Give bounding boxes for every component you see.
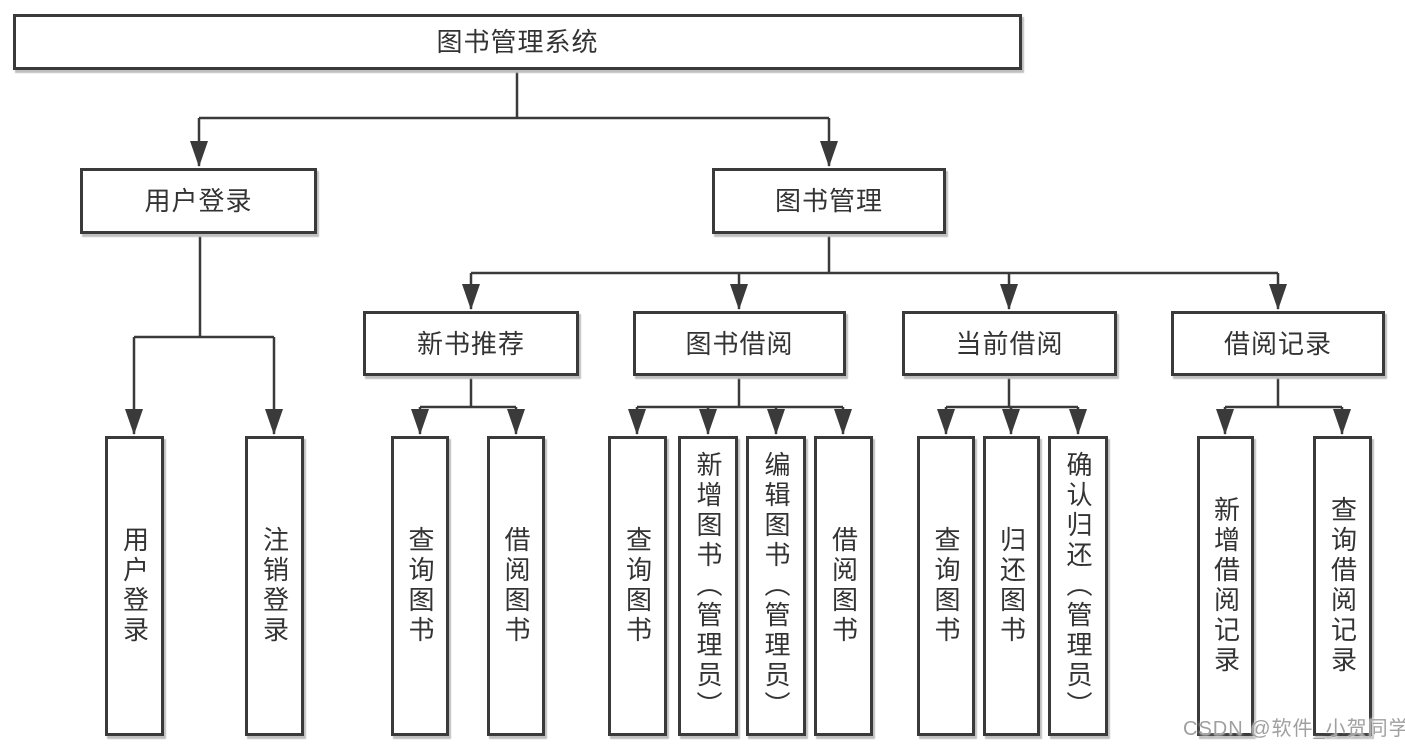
node-book-management: 图书管理 xyxy=(712,168,946,234)
node-new-book-recommend: 新书推荐 xyxy=(363,311,579,376)
leaf-edit-books-admin: 编辑图书（管理员） xyxy=(746,436,806,736)
csdn-watermark: CSDN @软件_小贺同学 xyxy=(1183,718,1405,740)
leaf-query-borrow-record: 查询借阅记录 xyxy=(1313,436,1372,736)
leaf-borrow-books-recommend: 借阅图书 xyxy=(487,436,545,736)
leaf-user-login: 用户登录 xyxy=(105,436,164,736)
node-current-borrow: 当前借阅 xyxy=(902,311,1117,376)
leaf-logout: 注销登录 xyxy=(245,436,304,736)
leaf-add-borrow-record: 新增借阅记录 xyxy=(1197,436,1254,736)
node-book-borrow: 图书借阅 xyxy=(633,311,846,376)
node-user-login: 用户登录 xyxy=(80,168,317,234)
leaf-confirm-return-admin: 确认归还（管理员） xyxy=(1048,436,1108,736)
leaf-query-books-recommend: 查询图书 xyxy=(391,436,449,736)
leaf-return-books: 归还图书 xyxy=(983,436,1040,736)
leaf-query-books-current: 查询图书 xyxy=(917,436,975,736)
node-root-library-system: 图书管理系统 xyxy=(13,14,1022,70)
leaf-add-books-admin: 新增图书（管理员） xyxy=(678,436,738,736)
leaf-borrow-books: 借阅图书 xyxy=(814,436,873,736)
leaf-query-books-borrow: 查询图书 xyxy=(608,436,667,736)
node-borrow-records: 借阅记录 xyxy=(1171,311,1385,376)
